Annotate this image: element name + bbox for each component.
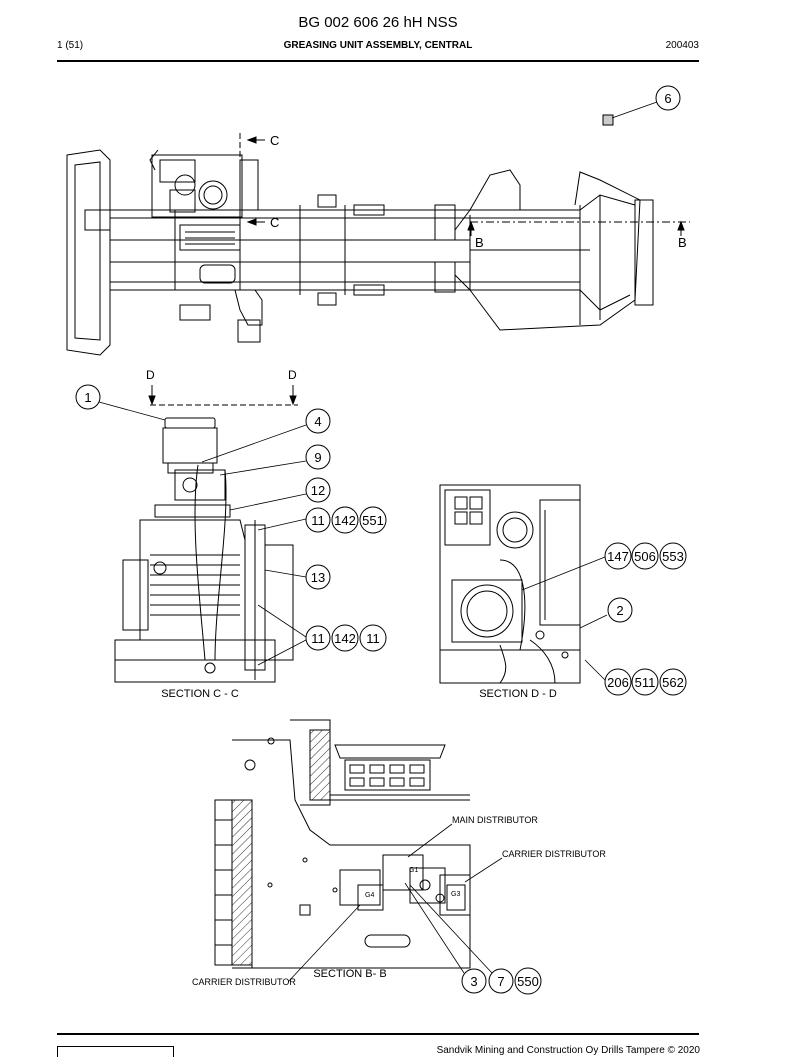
balloon-6: 6 (664, 91, 671, 106)
balloons-bb: 3 7 550 (461, 967, 542, 995)
label-main-distributor: MAIN DISTRIBUTOR (452, 815, 538, 825)
sandvik-logo (57, 1046, 174, 1057)
balloon-147: 147 (607, 549, 629, 564)
balloon-13: 13 (311, 570, 325, 585)
carrier-top-view (66, 114, 654, 356)
caption-section-dd: SECTION D - D (479, 688, 557, 700)
leaders-dd (521, 556, 608, 681)
header-rule (57, 60, 699, 62)
balloon-206: 206 (607, 675, 629, 690)
balloon-553: 553 (662, 549, 684, 564)
document-title: BG 002 606 26 hH NSS (298, 14, 458, 31)
balloon-2: 2 (616, 603, 623, 618)
balloon-562: 562 (662, 675, 684, 690)
leaders-bb (287, 823, 503, 983)
marker-c-top: C (270, 133, 279, 148)
balloon-11: 11 (311, 513, 325, 528)
caption-section-cc: SECTION C - C (161, 688, 239, 700)
tag-g4: G4 (365, 892, 374, 899)
balloon-511: 511 (635, 675, 656, 690)
balloon-551: 551 (362, 513, 384, 528)
document-code: 200403 (665, 40, 699, 51)
balloon-11: 11 (311, 631, 325, 646)
balloon-9: 9 (314, 450, 321, 465)
tag-g3: G3 (451, 891, 460, 898)
tag-g1: G1 (409, 867, 418, 874)
marker-d-left: D (146, 368, 155, 382)
document-subtitle: GREASING UNIT ASSEMBLY, CENTRAL (283, 40, 473, 51)
balloon-142: 142 (334, 513, 356, 528)
balloon-142: 142 (334, 631, 356, 646)
label-carrier-distributor-right: CARRIER DISTRIBUTOR (502, 849, 606, 859)
marker-b-left: B (475, 235, 484, 250)
section-dd-view (439, 484, 581, 684)
marker-d-right: D (288, 368, 297, 382)
balloons-dd: 147 506 553 2 206 511 562 (604, 542, 687, 696)
page-number: 1 (51) (57, 40, 84, 51)
label-carrier-distributor-left: CARRIER DISTRIBUTOR (192, 977, 296, 987)
marker-c-bottom: C (270, 215, 279, 230)
caption-section-bb: SECTION B- B (313, 968, 386, 980)
balloon-7: 7 (497, 974, 504, 989)
footer-copyright: Sandvik Mining and Construction Oy Drill… (436, 1045, 700, 1056)
balloon-3: 3 (470, 974, 477, 989)
leaders-cc (98, 401, 307, 666)
balloons-cc: 1 4 9 12 11 142 551 13 11 142 11 (75, 384, 387, 652)
balloon-11: 11 (366, 631, 380, 646)
marker-b-right: B (678, 235, 687, 250)
balloon-1: 1 (84, 390, 91, 405)
section-bb-view (214, 719, 471, 969)
balloon-12: 12 (311, 483, 325, 498)
balloon-4: 4 (314, 414, 321, 429)
distributor-tags: G1 G3 G4 (365, 867, 460, 899)
footer-rule (57, 1033, 699, 1035)
section-line-cc (239, 133, 265, 228)
balloon-550: 550 (517, 974, 539, 989)
section-line-bb (467, 220, 690, 236)
balloon-506: 506 (634, 549, 656, 564)
section-cc-view (114, 385, 298, 683)
